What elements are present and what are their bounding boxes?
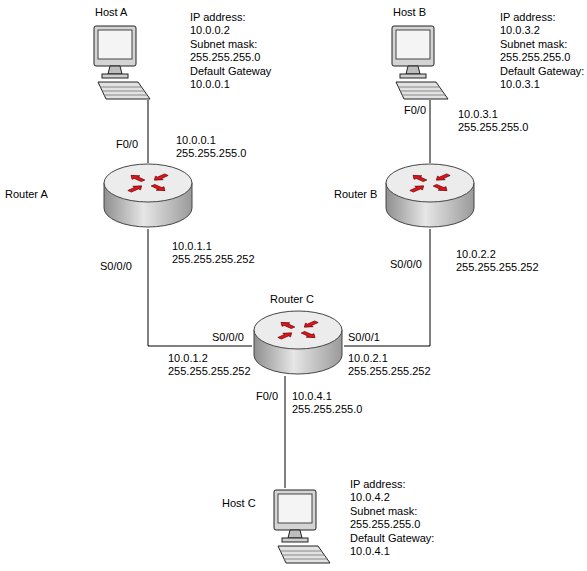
- router-node: Router C: [252, 310, 344, 376]
- computer-icon: [268, 488, 332, 564]
- router-icon: [102, 163, 194, 229]
- interface-label: 10.0.4.1 255.255.255.0: [292, 390, 384, 416]
- ip-config: Default Gateway: 10.0.3.1: [500, 65, 586, 91]
- device-name: Router C: [270, 293, 314, 306]
- host-node: Host CIP address: 10.0.4.2Subnet mask: 2…: [268, 488, 332, 564]
- interface-label: 10.0.2.1 255.255.255.252: [348, 352, 440, 378]
- interface-label: 10.0.3.1 255.255.255.0: [458, 108, 550, 134]
- ip-config: Default Gateway 10.0.0.1: [190, 65, 276, 91]
- interface-label: 10.0.1.2 255.255.255.252: [168, 352, 260, 378]
- router-node: Router A: [102, 163, 194, 229]
- device-name: Router A: [5, 188, 48, 201]
- network-link: [148, 100, 149, 163]
- router-icon: [252, 310, 344, 376]
- host-node: Host BIP address: 10.0.3.2Subnet mask: 2…: [386, 24, 450, 100]
- interface-label: S0/0/0: [212, 331, 304, 344]
- ip-config: Subnet mask: 255.255.255.0: [350, 505, 436, 531]
- network-link: [344, 229, 430, 346]
- device-name: Router B: [334, 188, 377, 201]
- computer-icon: [386, 24, 450, 100]
- interface-label: S0/0/1: [348, 331, 440, 344]
- device-name: Host B: [393, 6, 426, 19]
- computer-icon: [88, 24, 152, 100]
- ip-config: IP address: 10.0.0.2: [190, 11, 276, 37]
- interface-label: 10.0.1.1 255.255.255.252: [172, 240, 264, 266]
- device-name: Host A: [95, 6, 127, 19]
- network-link: [285, 376, 286, 488]
- ip-config: Default Gateway: 10.0.4.1: [350, 532, 436, 558]
- router-icon: [384, 163, 476, 229]
- host-node: Host AIP address: 10.0.0.2Subnet mask: 2…: [88, 24, 152, 100]
- ip-config: Subnet mask: 255.255.255.0: [500, 38, 586, 64]
- network-link: [430, 100, 431, 163]
- router-node: Router B: [384, 163, 476, 229]
- interface-label: 10.0.0.1 255.255.255.0: [176, 134, 268, 160]
- ip-config: IP address: 10.0.4.2: [350, 478, 436, 504]
- ip-config: Subnet mask: 255.255.255.0: [190, 38, 276, 64]
- ip-config: IP address: 10.0.3.2: [500, 11, 586, 37]
- device-name: Host C: [222, 497, 256, 510]
- interface-label: 10.0.2.2 255.255.255.252: [456, 248, 548, 274]
